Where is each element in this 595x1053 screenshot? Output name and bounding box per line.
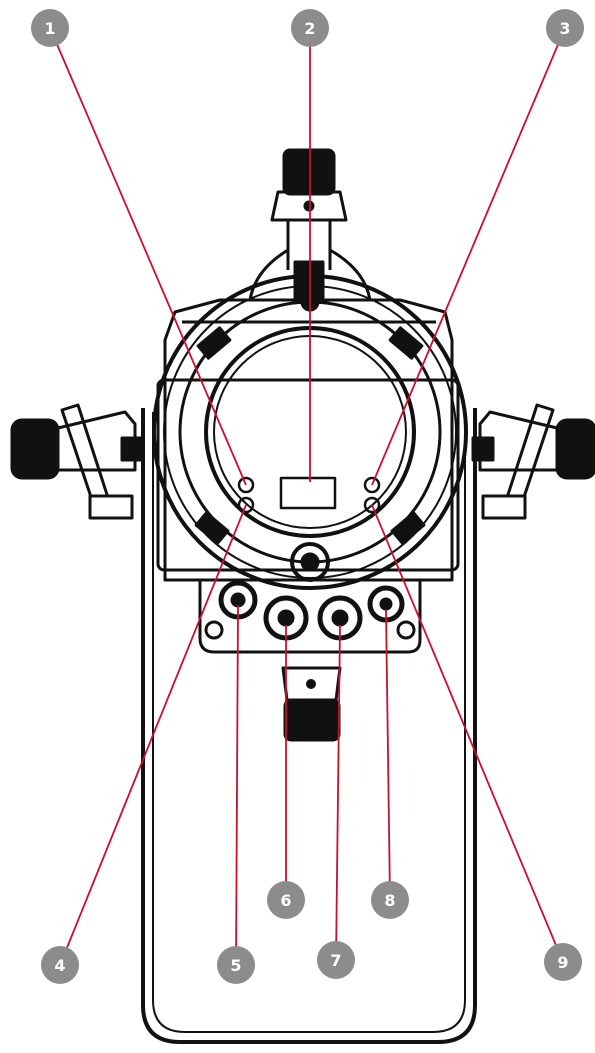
- leader-line-1: [49, 27, 247, 486]
- callout-label-5: 5: [230, 956, 241, 975]
- top-handle: [248, 148, 372, 301]
- callout-badge-3: [546, 9, 584, 47]
- left-lower-button: [237, 496, 255, 514]
- right-upper-button: [363, 476, 381, 494]
- leader-line-3: [371, 27, 566, 486]
- leader-line-7: [335, 624, 341, 961]
- callout-badge-8: [371, 881, 409, 919]
- callout-label-8: 8: [384, 891, 395, 910]
- leader-line-9: [371, 504, 564, 963]
- leader-line-8: [385, 609, 391, 901]
- callout-badge-4: [41, 946, 79, 984]
- right-lower-button: [363, 496, 381, 514]
- rear-panel: [237, 476, 381, 514]
- callout-badge-5: [217, 946, 255, 984]
- fixture-drawing: [10, 148, 595, 1044]
- callout-badge-9: [544, 943, 582, 981]
- leader-line-4: [59, 504, 247, 966]
- callouts: 1 2 3 4 5 6 7 8 9: [31, 9, 584, 984]
- callout-badge-2: [291, 9, 329, 47]
- yoke: [141, 408, 477, 1044]
- left-tilt-knob: [10, 403, 144, 520]
- left-upper-button: [237, 476, 255, 494]
- bottom-handle: [281, 666, 342, 742]
- callout-label-9: 9: [557, 953, 568, 972]
- right-tilt-knob: [471, 403, 595, 520]
- leader-line-5: [235, 604, 239, 966]
- display-window: [279, 476, 337, 510]
- callout-label-3: 3: [559, 19, 570, 38]
- callout-badge-1: [31, 9, 69, 47]
- callout-label-1: 1: [44, 19, 55, 38]
- callout-label-4: 4: [54, 956, 65, 975]
- callout-badge-7: [317, 941, 355, 979]
- callout-label-2: 2: [304, 19, 315, 38]
- callout-badge-6: [267, 881, 305, 919]
- callout-label-6: 6: [280, 891, 291, 910]
- callout-label-7: 7: [330, 951, 341, 970]
